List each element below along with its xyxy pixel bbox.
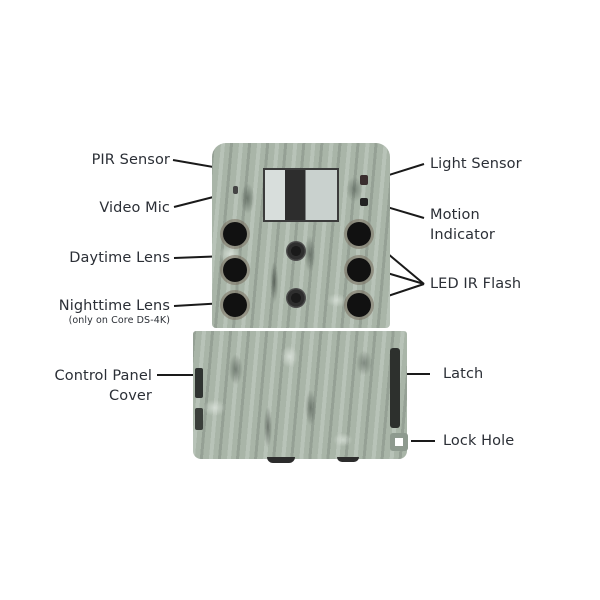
label-note: (only on Core DS-4K) [68,315,170,326]
label-motion-indicator: Motion Indicator [430,205,495,245]
trail-camera [193,143,408,463]
lock-hole [390,433,408,451]
label-light-sensor: Light Sensor [430,155,522,173]
ir-led-left-1 [223,222,247,246]
pir-sensor-window [263,168,339,222]
label-nighttime-lens: Nighttime Lens (only on Core DS-4K) [59,297,170,327]
camera-lower-body [193,331,407,459]
label-pir-sensor: PIR Sensor [92,151,170,169]
light-sensor [360,175,368,185]
latch [390,348,400,428]
label-led-ir-flash: LED IR Flash [430,275,521,293]
label-text: LED IR Flash [430,276,522,292]
hinge [195,408,203,430]
label-text: Light Sensor [430,156,522,172]
control-panel-cover [195,368,203,398]
label-text: Control Panel [54,368,152,384]
label-text: Lock Hole [443,433,515,449]
label-latch: Latch [443,365,483,383]
label-control-panel-cover: Control Panel Cover [55,366,152,406]
lock-hole-opening [395,438,403,446]
label-video-mic: Video Mic [99,199,170,217]
motion-indicator [360,198,368,206]
label-text: Cover [109,388,152,404]
label-text: Daytime Lens [69,250,170,266]
ir-led-left-3 [223,293,247,317]
label-text: Motion [430,207,480,223]
video-mic [233,186,238,194]
label-text: Indicator [430,227,495,243]
label-daytime-lens: Daytime Lens [69,249,170,267]
label-text: Latch [443,366,484,382]
camera-foot [337,457,359,462]
ir-led-right-3 [347,293,371,317]
camera-foot [267,457,295,463]
label-text: Video Mic [99,200,170,216]
label-lock-hole: Lock Hole [443,432,514,450]
label-text: PIR Sensor [91,152,170,168]
ir-led-right-1 [347,222,371,246]
ir-led-right-2 [347,258,371,282]
ir-led-left-2 [223,258,247,282]
nighttime-lens [286,288,306,308]
daytime-lens [286,241,306,261]
label-text: Nighttime Lens [58,298,170,314]
